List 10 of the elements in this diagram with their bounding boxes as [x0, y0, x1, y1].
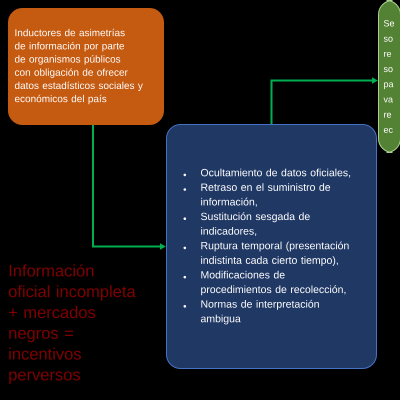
list-item: Modificaciones de procedimientos de recolección,: [201, 270, 346, 296]
list-item: Normas de interpretación ambigua: [200, 300, 319, 324]
list-item: Ocultamiento de datos oficiales,: [201, 168, 350, 178]
result-box: Se so re so pa va re ec: [378, 0, 400, 153]
list-item: Retraso en el suministro de información,: [201, 183, 330, 207]
source-box: Inductores de asimetrías de información por parte de organismos públicos con obligación de ofrecer datos estadísticos sociales y económicos del país: [8, 8, 164, 125]
note-text: Información oficial incompleta + mercados negros = incentivos perversos: [8, 264, 136, 384]
list-item: Ruptura temporal (presentación indistinta cada cierto tiempo),: [201, 241, 349, 266]
list-item: Sustitución sesgada de indicadores,: [200, 212, 310, 236]
list-box: [166, 124, 377, 369]
